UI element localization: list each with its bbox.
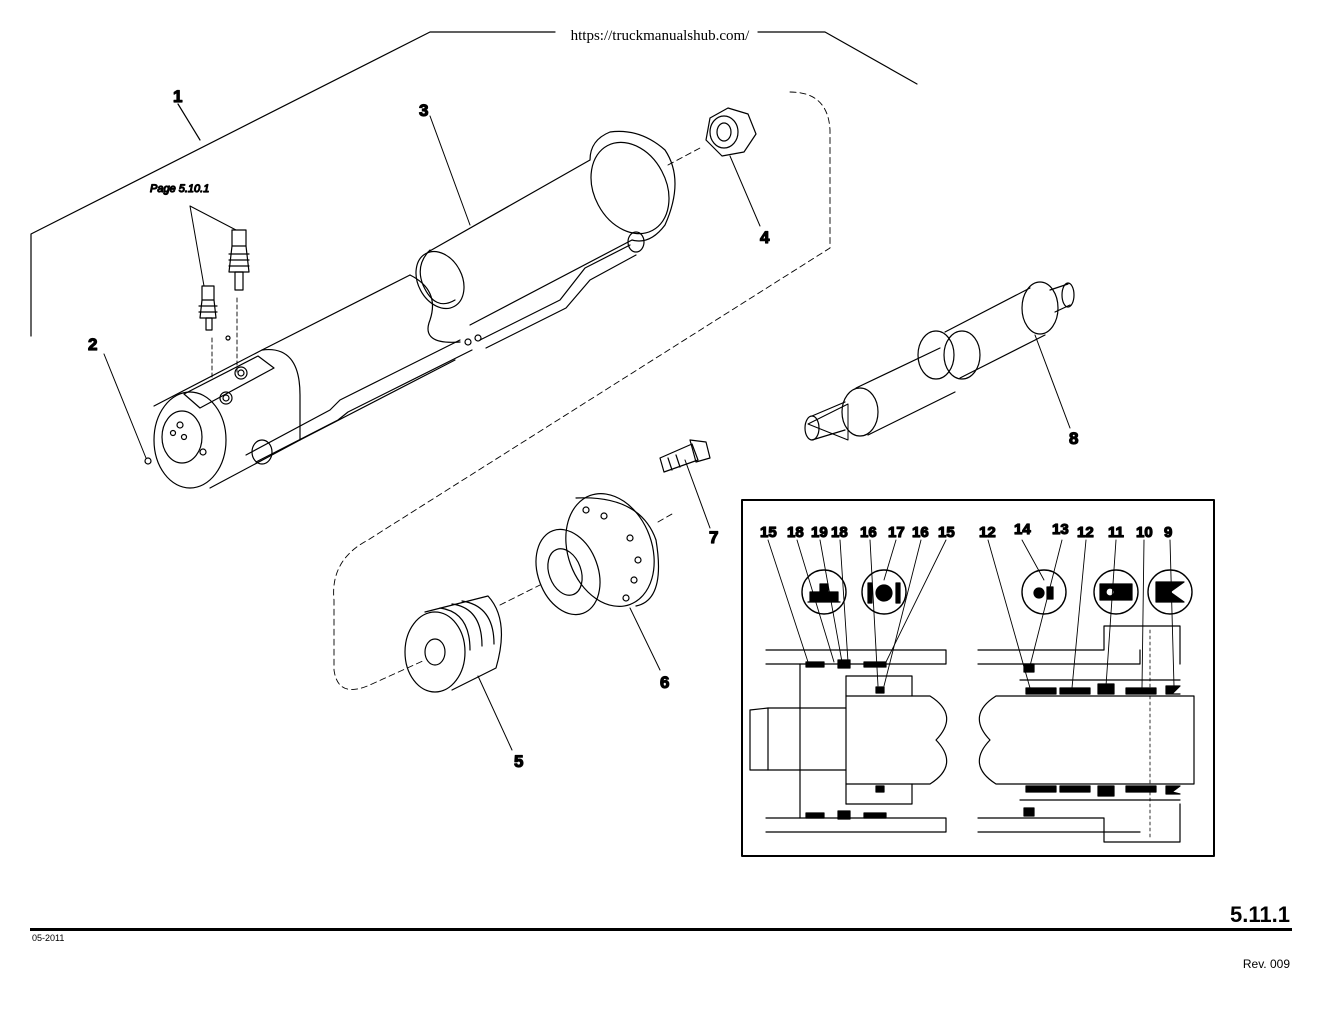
assembly-bracket <box>30 31 918 337</box>
page-reference: Page 5.10.1 <box>150 183 209 195</box>
detail-label-19: 19 <box>811 524 828 541</box>
cylinder-tube <box>144 130 676 489</box>
callout-8: 8 <box>1069 429 1078 448</box>
leader-lines <box>103 115 1071 751</box>
detail-label-15: 15 <box>760 524 777 541</box>
piston-part-5 <box>404 595 502 693</box>
detail-label-11: 11 <box>1108 524 1124 541</box>
revision: Rev. 009 <box>1242 957 1290 971</box>
nut-part-4 <box>705 107 757 157</box>
callout-5: 5 <box>514 752 523 771</box>
gland-part-6 <box>535 493 660 616</box>
piston-rod-part-8 <box>804 281 1075 441</box>
seal-detail-box: 15 18 19 18 16 17 16 15 12 14 13 12 11 1… <box>741 499 1215 857</box>
issue-date: 05-2011 <box>32 933 65 943</box>
footer-rule <box>30 928 1292 931</box>
detail-label-16b: 16 <box>912 524 929 541</box>
detail-label-13: 13 <box>1052 521 1069 538</box>
dashed-boundary <box>333 91 831 690</box>
detail-label-12: 12 <box>979 524 996 541</box>
callout-6: 6 <box>660 673 669 692</box>
detail-label-12b: 12 <box>1077 524 1094 541</box>
detail-label-17: 17 <box>888 524 905 541</box>
detail-label-15b: 15 <box>938 524 955 541</box>
callout-7: 7 <box>709 528 718 547</box>
detail-label-16: 16 <box>860 524 877 541</box>
detail-label-9: 9 <box>1164 524 1172 541</box>
callout-3: 3 <box>419 101 428 120</box>
detail-label-18b: 18 <box>831 524 848 541</box>
bolt-part-7 <box>659 439 711 473</box>
detail-label-18: 18 <box>787 524 804 541</box>
callout-4: 4 <box>760 228 770 247</box>
callout-2: 2 <box>88 335 97 354</box>
detail-label-10: 10 <box>1136 524 1153 541</box>
detail-label-14: 14 <box>1014 521 1031 538</box>
source-url[interactable]: https://truckmanualshub.com/ <box>570 28 750 44</box>
page-number: 5.11.1 <box>1230 902 1290 927</box>
callout-1: 1 <box>173 87 182 106</box>
